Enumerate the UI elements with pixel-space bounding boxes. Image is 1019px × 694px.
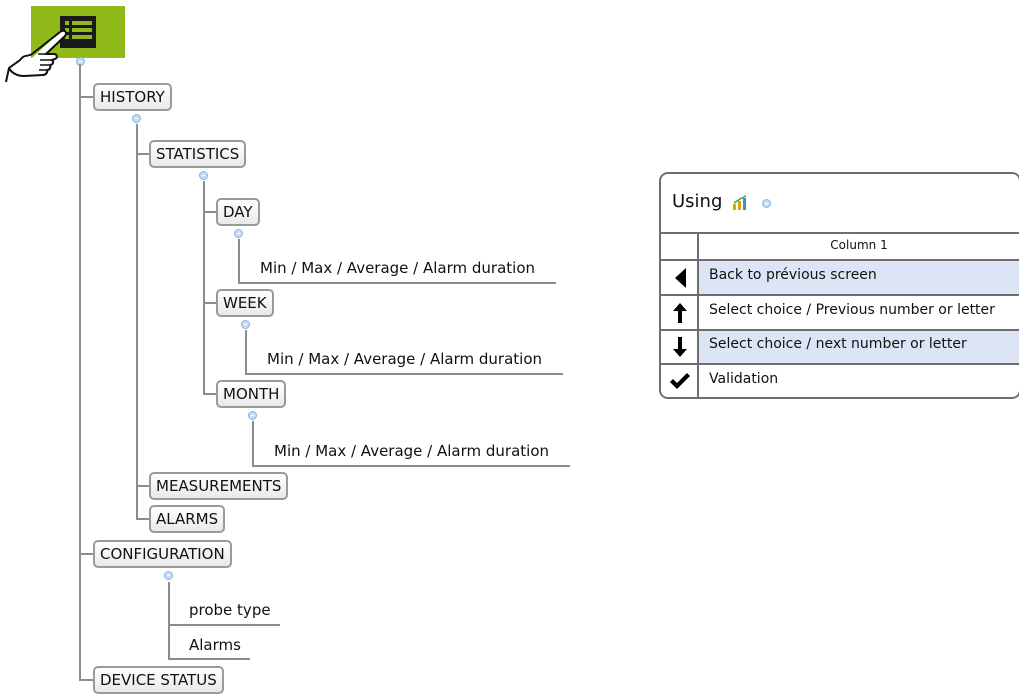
node-month[interactable]: MONTH <box>216 380 287 408</box>
connector-day-leaf-underline <box>238 282 556 284</box>
connector-week <box>203 302 216 304</box>
connector-month-leaf-underline <box>252 465 570 467</box>
legend-column-header-row: Column 1 <box>661 234 1019 261</box>
collapse-dot-history[interactable] <box>132 114 141 123</box>
header-icon-cell <box>661 234 699 259</box>
connector-history <box>79 96 93 98</box>
node-configuration[interactable]: CONFIGURATION <box>93 540 232 568</box>
legend-header: Using <box>661 174 1019 234</box>
connector-day-leaf <box>238 239 240 284</box>
legend-table: Using Column 1 Back to prévious screen S… <box>659 172 1019 399</box>
row-text: Validation <box>709 371 779 387</box>
icon-cell <box>661 261 699 294</box>
connector-statistics-children <box>203 181 205 394</box>
leaf-day-stats: Min / Max / Average / Alarm duration <box>260 259 536 277</box>
icon-cell <box>661 365 699 397</box>
collapse-dot-legend[interactable] <box>762 199 771 208</box>
connector-day <box>203 211 216 213</box>
column-header: Column 1 <box>830 238 888 252</box>
node-week[interactable]: WEEK <box>216 289 274 317</box>
connector-config-alarms-underline <box>168 658 250 660</box>
leaf-week-stats: Min / Max / Average / Alarm duration <box>267 350 543 368</box>
connector-measurements <box>136 485 149 487</box>
legend-row: Back to prévious screen <box>661 261 1019 296</box>
legend-row: Select choice / next number or letter <box>661 331 1019 365</box>
legend-row: Validation <box>661 365 1019 397</box>
collapse-dot-month[interactable] <box>248 411 257 420</box>
connector-week-leaf-underline <box>245 373 563 375</box>
connector-configuration <box>79 553 93 555</box>
arrow-down-icon <box>673 337 687 357</box>
collapse-dot-week[interactable] <box>241 320 250 329</box>
collapse-dot-statistics[interactable] <box>199 171 208 180</box>
arrow-left-icon <box>675 268 686 288</box>
legend-row: Select choice / Previous number or lette… <box>661 296 1019 331</box>
connector-history-children <box>136 124 138 518</box>
connector-configuration-children <box>168 582 170 660</box>
legend-title: Using <box>672 191 723 212</box>
check-icon <box>670 373 690 389</box>
node-alarms[interactable]: ALARMS <box>149 505 226 533</box>
collapse-dot-day[interactable] <box>234 229 243 238</box>
row-text: Back to prévious screen <box>709 267 877 283</box>
pointing-hand-icon <box>5 29 68 83</box>
row-text: Select choice / next number or letter <box>709 336 967 352</box>
bar-chart-icon <box>733 195 747 210</box>
leaf-probe-type: probe type <box>189 601 271 619</box>
connector-device-status <box>79 679 93 681</box>
row-text: Select choice / Previous number or lette… <box>709 302 995 318</box>
connector-month <box>203 393 216 395</box>
connector-alarms <box>136 518 149 520</box>
connector-probe-type-underline <box>168 624 280 626</box>
node-history[interactable]: HISTORY <box>93 83 172 111</box>
node-device-status[interactable]: DEVICE STATUS <box>93 666 224 694</box>
connector-root <box>79 64 81 680</box>
leaf-config-alarms: Alarms <box>189 636 241 654</box>
icon-cell <box>661 331 699 363</box>
connector-statistics <box>136 153 149 155</box>
node-day[interactable]: DAY <box>216 198 260 226</box>
node-measurements[interactable]: MEASUREMENTS <box>149 472 289 500</box>
connector-month-leaf <box>252 421 254 467</box>
node-statistics[interactable]: STATISTICS <box>149 140 247 168</box>
arrow-up-icon <box>673 303 687 323</box>
collapse-dot-configuration[interactable] <box>164 571 173 580</box>
leaf-month-stats: Min / Max / Average / Alarm duration <box>274 442 550 460</box>
connector-week-leaf <box>245 330 247 375</box>
icon-cell <box>661 296 699 329</box>
